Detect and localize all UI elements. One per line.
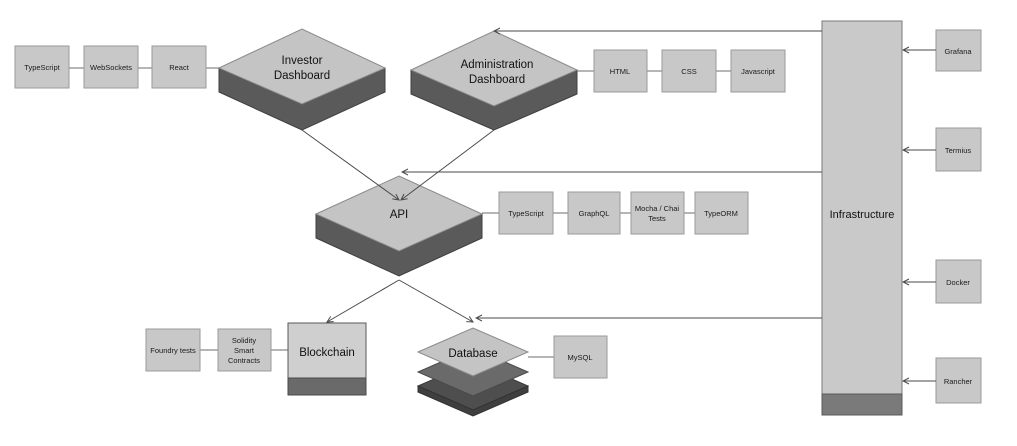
admin-tech-stack: HTML CSS Javascript [577, 49, 786, 93]
tool-box-docker: Docker [935, 259, 982, 304]
tech-box-label: MySQL [567, 353, 592, 362]
admin-dashboard-node: Administration Dashboard [409, 30, 579, 131]
infrastructure-node: Infrastructure [821, 20, 903, 416]
tech-box-javascript: Javascript [730, 49, 786, 93]
arrow-api-to-blockchain [327, 279, 400, 322]
tech-box-label-line2: Tests [648, 214, 666, 223]
arrow-api-to-database [398, 279, 473, 322]
tech-box-solidity-smart-contracts: Solidity Smart Contracts [217, 328, 272, 372]
tech-box-label: Foundry tests [150, 346, 196, 355]
tech-box-label-line1: Mocha / Chai [635, 204, 680, 213]
investor-tech-stack: TypeScript WebSockets React [14, 45, 220, 89]
arrow-admin-to-api [401, 129, 495, 200]
blockchain-node: Blockchain [287, 322, 367, 396]
api-node: API [314, 175, 484, 277]
tech-box-label: GraphQL [579, 209, 610, 218]
blockchain-tech-stack: Foundry tests Solidity Smart Contracts [145, 328, 288, 372]
tech-box-label-line1: Solidity [232, 336, 256, 345]
tech-box-label: WebSockets [90, 63, 132, 72]
tool-box-label: Termius [945, 146, 972, 155]
tech-box-css: CSS [661, 49, 717, 93]
tech-box-typeorm: TypeORM [694, 191, 749, 235]
investor-dashboard-node: Investor Dashboard [217, 28, 387, 131]
api-title: API [390, 209, 409, 221]
infrastructure-tools: Grafana Termius Docker Rancher [903, 29, 982, 404]
admin-dashboard-title-line2: Dashboard [469, 74, 525, 86]
admin-dashboard-title-line1: Administration [461, 59, 534, 71]
tech-box-html: HTML [593, 49, 648, 93]
investor-dashboard-title-line2: Dashboard [274, 70, 330, 82]
arrow-investor-to-api [301, 129, 399, 200]
tech-box-label: TypeScript [508, 209, 544, 218]
api-tech-stack: TypeScript GraphQL Mocha / Chai Tests Ty… [482, 191, 749, 235]
database-node: Database [416, 327, 530, 417]
investor-dashboard-title-line1: Investor [282, 55, 323, 67]
tech-box-graphql: GraphQL [567, 191, 621, 235]
tech-box-label: React [169, 63, 190, 72]
tool-box-label: Docker [946, 278, 970, 287]
tech-box-websockets: WebSockets [83, 45, 139, 89]
tech-box-typescript: TypeScript [14, 45, 70, 89]
tech-box-mocha-chai-tests: Mocha / Chai Tests [630, 191, 685, 235]
tech-box-label: TypeScript [24, 63, 60, 72]
tech-box-typescript: TypeScript [498, 191, 554, 235]
flow-arrows [301, 31, 822, 322]
database-title: Database [448, 348, 497, 360]
tool-box-termius: Termius [935, 127, 982, 172]
tool-box-grafana: Grafana [935, 29, 982, 72]
database-tech-stack: MySQL [528, 335, 608, 379]
tech-box-label: TypeORM [704, 209, 738, 218]
blockchain-title: Blockchain [299, 347, 355, 359]
tool-box-label: Grafana [944, 47, 972, 56]
tech-box-foundry-tests: Foundry tests [145, 328, 201, 372]
tech-box-label: Javascript [741, 67, 776, 76]
tech-box-label-line3: Contracts [228, 356, 260, 365]
tech-box-mysql: MySQL [553, 335, 608, 379]
tool-box-rancher: Rancher [935, 357, 982, 404]
tech-box-react: React [151, 45, 207, 89]
tech-box-label: HTML [610, 67, 630, 76]
tool-box-label: Rancher [944, 377, 973, 386]
tech-box-label-line2: Smart [234, 346, 255, 355]
infrastructure-title: Infrastructure [830, 209, 895, 221]
tech-box-label: CSS [681, 67, 696, 76]
